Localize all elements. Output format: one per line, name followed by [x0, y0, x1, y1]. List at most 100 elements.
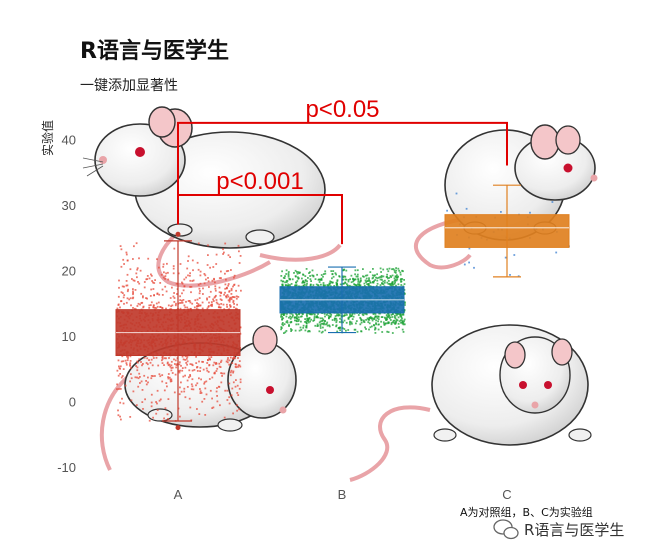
data-point: [358, 283, 361, 286]
data-point: [305, 325, 308, 328]
data-point: [298, 329, 301, 332]
data-point: [284, 284, 287, 286]
data-point: [290, 283, 293, 285]
data-point: [132, 279, 135, 282]
data-point: [214, 281, 216, 284]
data-point: [224, 272, 226, 275]
data-point: [224, 287, 227, 290]
data-point: [280, 275, 283, 277]
data-point: [390, 323, 393, 326]
data-point: [215, 253, 218, 256]
data-point: [368, 280, 371, 282]
data-point: [215, 299, 218, 301]
data-point: [189, 301, 192, 304]
data-point: [154, 307, 156, 309]
data-point: [205, 393, 208, 396]
data-point: [117, 304, 120, 306]
data-point: [317, 278, 320, 281]
data-point: [174, 363, 176, 365]
data-point: [376, 277, 379, 279]
data-point: [220, 372, 222, 374]
data-point: [167, 278, 170, 281]
data-point: [386, 277, 389, 280]
data-point: [188, 369, 191, 372]
data-point: [139, 303, 141, 306]
data-point: [282, 317, 285, 320]
data-point: [189, 308, 192, 310]
data-point: [163, 389, 166, 392]
data-point: [192, 279, 195, 282]
data-point: [356, 269, 359, 272]
data-point: [324, 315, 326, 318]
data-point: [228, 299, 231, 301]
data-point: [315, 283, 318, 286]
data-point: [156, 389, 159, 392]
data-point: [305, 284, 308, 287]
data-point: [198, 360, 200, 363]
data-point: [223, 372, 226, 375]
data-point: [386, 273, 388, 276]
data-point: [150, 273, 152, 276]
data-point: [117, 295, 120, 298]
data-point: [231, 296, 234, 298]
data-point: [345, 329, 347, 332]
data-point: [238, 408, 241, 411]
data-point: [188, 300, 191, 302]
data-point: [344, 281, 347, 284]
data-point: [374, 279, 377, 281]
data-point: [392, 321, 394, 324]
data-point: [288, 277, 291, 280]
data-point: [383, 281, 386, 284]
data-point: [209, 290, 212, 293]
data-point: [380, 320, 382, 323]
data-point: [220, 270, 222, 273]
data-point: [320, 283, 322, 286]
data-point: [359, 317, 362, 320]
data-point: [326, 312, 329, 315]
data-point: [387, 331, 390, 333]
data-point: [368, 328, 370, 331]
data-point: [232, 371, 234, 374]
data-point: [356, 330, 359, 333]
data-point: [331, 319, 334, 321]
data-point: [302, 324, 305, 327]
data-point: [297, 312, 300, 315]
data-point: [369, 326, 372, 329]
data-point: [349, 284, 351, 287]
data-point: [199, 274, 202, 277]
data-point: [308, 330, 310, 332]
data-point: [317, 316, 320, 319]
data-point: [161, 357, 164, 360]
data-point: [124, 359, 127, 362]
data-point: [239, 365, 242, 368]
data-point: [338, 321, 341, 323]
data-point: [335, 319, 338, 322]
data-point: [120, 418, 122, 421]
data-point: [225, 295, 228, 298]
data-point: [142, 408, 144, 410]
data-point: [320, 331, 323, 334]
data-point: [196, 382, 199, 385]
chart-title: R语言与医学生: [80, 38, 229, 64]
data-point: [163, 417, 165, 420]
data-point: [374, 326, 377, 329]
data-point: [137, 377, 140, 380]
data-point: [391, 281, 394, 284]
data-point: [235, 289, 237, 292]
data-point: [386, 330, 389, 333]
data-point: [136, 276, 138, 279]
data-point: [311, 269, 314, 272]
data-point: [196, 302, 198, 304]
data-point: [285, 279, 288, 282]
data-point: [297, 277, 300, 280]
data-point: [293, 272, 295, 274]
data-point: [120, 248, 123, 251]
data-point: [129, 380, 131, 383]
data-point: [392, 313, 394, 316]
data-point: [356, 275, 359, 278]
data-point: [197, 304, 200, 307]
data-point: [142, 363, 144, 365]
data-point: [473, 266, 475, 269]
data-point: [304, 275, 307, 277]
data-point: [191, 385, 194, 388]
